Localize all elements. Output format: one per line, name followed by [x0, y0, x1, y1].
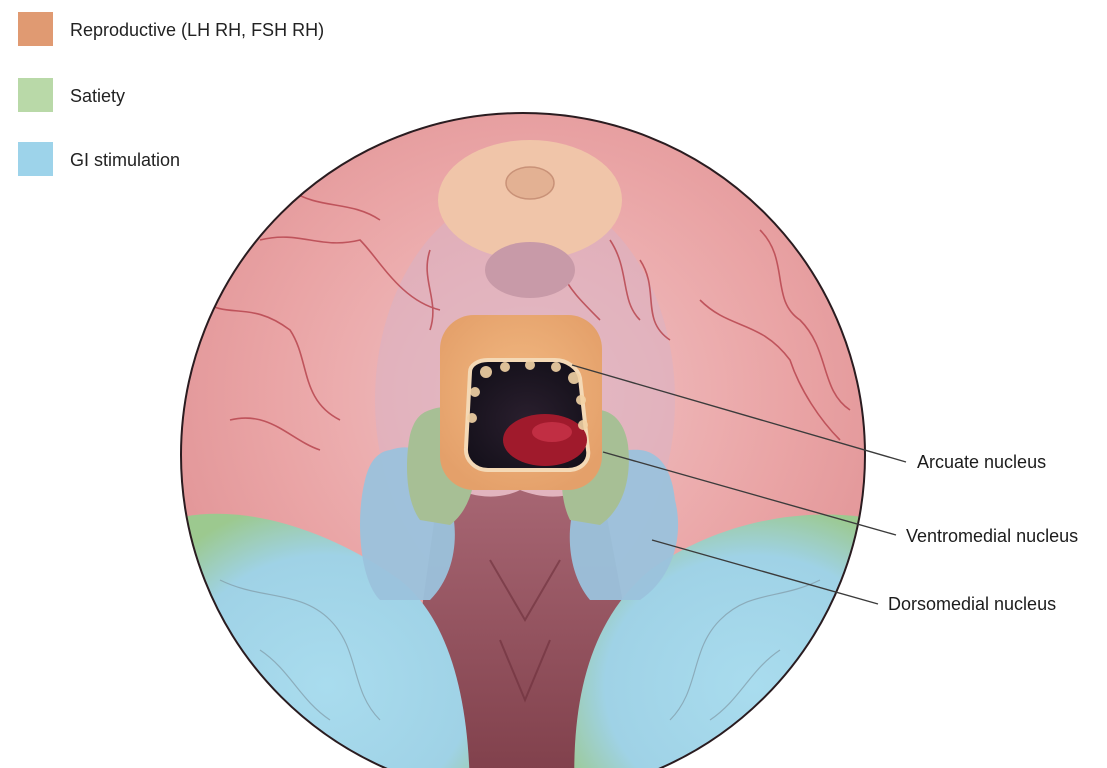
legend-label-satiety: Satiety: [70, 86, 126, 106]
optic-chiasm-center: [505, 166, 555, 200]
legend-item-reproductive: Reproductive (LH RH, FSH RH): [18, 12, 438, 48]
arcuate-nucleus-label: Arcuate nucleus: [917, 452, 1047, 472]
legend-item-gi-stimulation: GI stimulation: [18, 142, 438, 178]
ventromedial-leader: [602, 451, 897, 536]
legend-item-satiety: Satiety: [18, 78, 438, 114]
ventricle-rim: [467, 360, 588, 430]
ventromedial-nucleus-label: Ventromedial nucleus: [906, 526, 1079, 546]
legend-swatch-satiety: [18, 78, 53, 112]
legend-swatch-reproductive: [18, 12, 53, 46]
tuber-cinereum: [485, 242, 575, 298]
dorsomedial-leader: [651, 539, 879, 605]
brainstem-fold: [489, 559, 561, 703]
optic-chiasm: [438, 140, 622, 260]
illustration-border: [180, 112, 866, 768]
arcuate-leader: [571, 364, 907, 463]
legend-swatch-gi-stimulation: [18, 142, 53, 176]
legend-label-reproductive: Reproductive (LH RH, FSH RH): [70, 20, 325, 40]
choroid-highlight: [532, 422, 572, 442]
leader-lines: [571, 364, 907, 605]
dorsomedial-nucleus-label: Dorsomedial nucleus: [888, 594, 1057, 614]
lobe-vessels: [219, 579, 821, 721]
legend-label-gi-stimulation: GI stimulation: [70, 150, 181, 170]
